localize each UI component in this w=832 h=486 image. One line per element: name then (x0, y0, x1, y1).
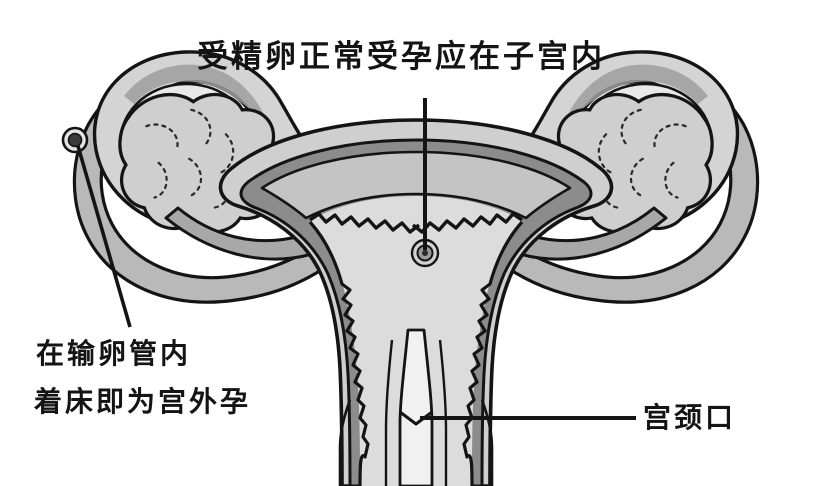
left-tube-ampulla-shading (124, 64, 268, 122)
left-ovary (118, 92, 286, 234)
endometrium-right-lateral-border (462, 220, 524, 486)
annotation-normal-implantation: 受精卵正常受孕应在子宫内 (197, 39, 605, 75)
uterus-group (218, 118, 614, 486)
cervix-wall-stripe-right (438, 339, 448, 486)
uterine-fundus-inner-band (260, 150, 572, 220)
right-ovary (546, 92, 714, 234)
endometrium-left-lateral-border (308, 220, 370, 486)
cervix-wall-stripe-left (384, 339, 394, 486)
endometrium-fundal-line-left (309, 212, 421, 234)
annotation-cervical-os: 宫颈口 (643, 401, 737, 434)
cervix-outer-flare-right (480, 399, 494, 486)
endometrium-fundal-line-right (411, 212, 523, 234)
cervical-canal (398, 328, 434, 486)
ectopic-leader-line (76, 145, 132, 328)
ectopic-ovum-marker (61, 126, 89, 154)
annotation-ectopic-line-2: 着床即为宫外孕 (34, 385, 252, 418)
annotation-ectopic-line-1: 在输卵管内 (36, 337, 192, 370)
cervix-outer-flare-left (338, 399, 352, 486)
right-tube-ampulla-shading (564, 64, 708, 122)
annotation-ectopic-pregnancy: 在输卵管内 着床即为宫外孕 (34, 335, 252, 421)
